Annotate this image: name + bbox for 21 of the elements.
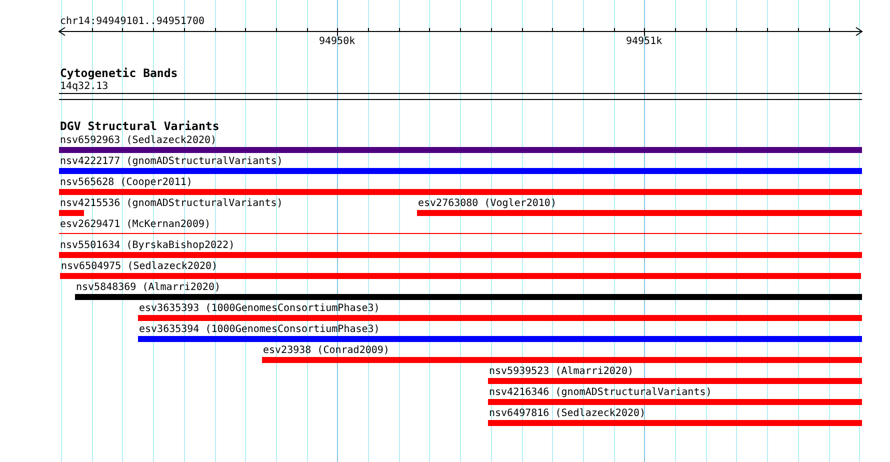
variant-label: esv23938 (Conrad2009): [263, 345, 390, 356]
tick-label: 94951k: [626, 36, 662, 47]
variant-label: esv3635393 (1000GenomesConsortiumPhase3): [139, 303, 381, 314]
variant-label: nsv4222177 (gnomADStructuralVariants): [60, 156, 284, 167]
variant-label: nsv6504975 (Sedlazeck2020): [61, 261, 219, 272]
variant-label: esv2763080 (Vogler2010): [418, 198, 558, 209]
variant-label: nsv6497816 (Sedlazeck2020): [489, 408, 647, 419]
variant-label: nsv565628 (Cooper2011): [60, 177, 194, 188]
location-label: chr14:94949101..94951700: [60, 16, 204, 27]
variant-label: nsv6592963 (Sedlazeck2020): [60, 135, 218, 146]
variant-label: nsv5848369 (Almarri2020): [76, 282, 222, 293]
variant-label: esv2629471 (McKernan2009): [60, 219, 212, 230]
track-title: Cytogenetic Bands: [60, 67, 178, 79]
variant-label: nsv5939523 (Almarri2020): [489, 366, 634, 377]
variant-label: nsv4216346 (gnomADStructuralVariants): [489, 387, 713, 398]
track-title: DGV Structural Variants: [60, 120, 220, 132]
variant-label: nsv4215536 (gnomADStructuralVariants): [60, 198, 283, 209]
variant-label: nsv5501634 (ByrskaBishop2022): [60, 240, 236, 251]
variant-label: esv3635394 (1000GenomesConsortiumPhase3): [139, 324, 381, 335]
band-label: 14q32.13: [60, 81, 110, 92]
tick-label: 94950k: [319, 36, 356, 47]
